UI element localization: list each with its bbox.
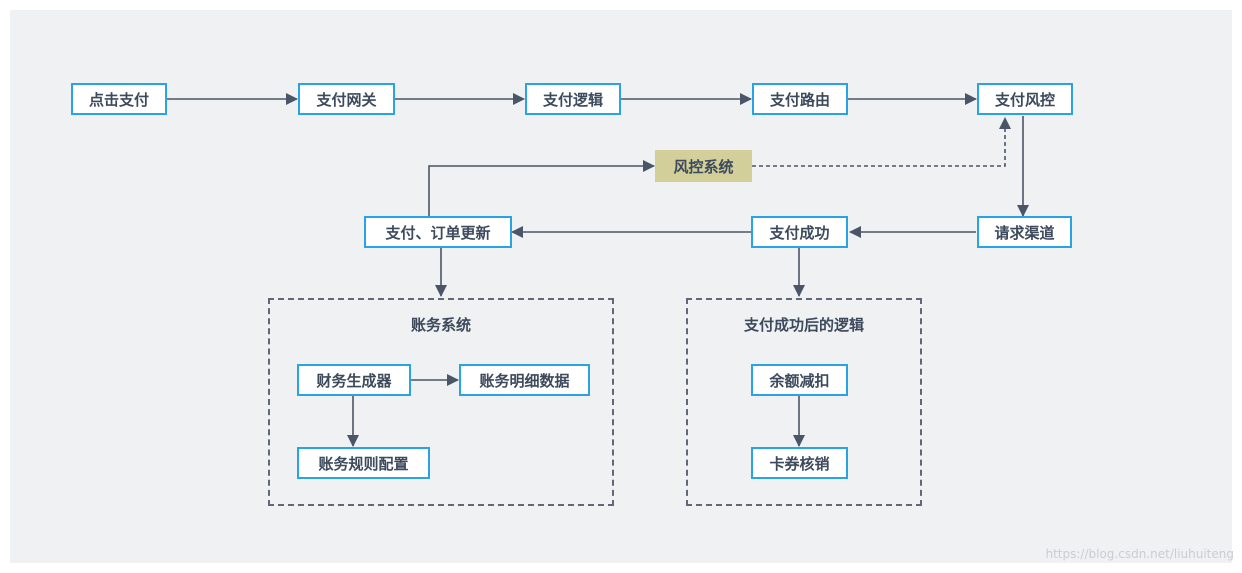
node-coupon-redeem: 卡券核销 <box>751 447 848 479</box>
node-risk-system: 风控系统 <box>655 150 752 182</box>
arrow-risk-system-dashed <box>752 117 1011 167</box>
group-post-success-logic: 支付成功后的逻辑 <box>686 298 922 506</box>
group-accounting-title: 账务系统 <box>410 316 471 334</box>
node-payment-logic: 支付逻辑 <box>525 83 621 115</box>
group-accounting-system: 账务系统 <box>268 298 614 506</box>
arrow-order-to-risk-system <box>428 160 655 216</box>
group-post-success-title: 支付成功后的逻辑 <box>743 316 864 334</box>
node-payment-gateway: 支付网关 <box>298 83 395 115</box>
node-accounting-detail-data: 账务明细数据 <box>459 364 590 396</box>
node-balance-deduct: 余额减扣 <box>751 364 848 396</box>
node-payment-routing: 支付路由 <box>752 83 848 115</box>
node-order-update: 支付、订单更新 <box>364 216 512 248</box>
node-finance-generator: 财务生成器 <box>297 364 411 396</box>
source-watermark: https://blog.csdn.net/liuhuiteng <box>1045 547 1235 561</box>
node-request-channel: 请求渠道 <box>977 216 1072 248</box>
node-accounting-rule-config: 账务规则配置 <box>297 447 430 479</box>
node-risk-control: 支付风控 <box>977 83 1073 115</box>
node-click-pay: 点击支付 <box>71 83 167 115</box>
node-payment-success: 支付成功 <box>751 216 848 248</box>
